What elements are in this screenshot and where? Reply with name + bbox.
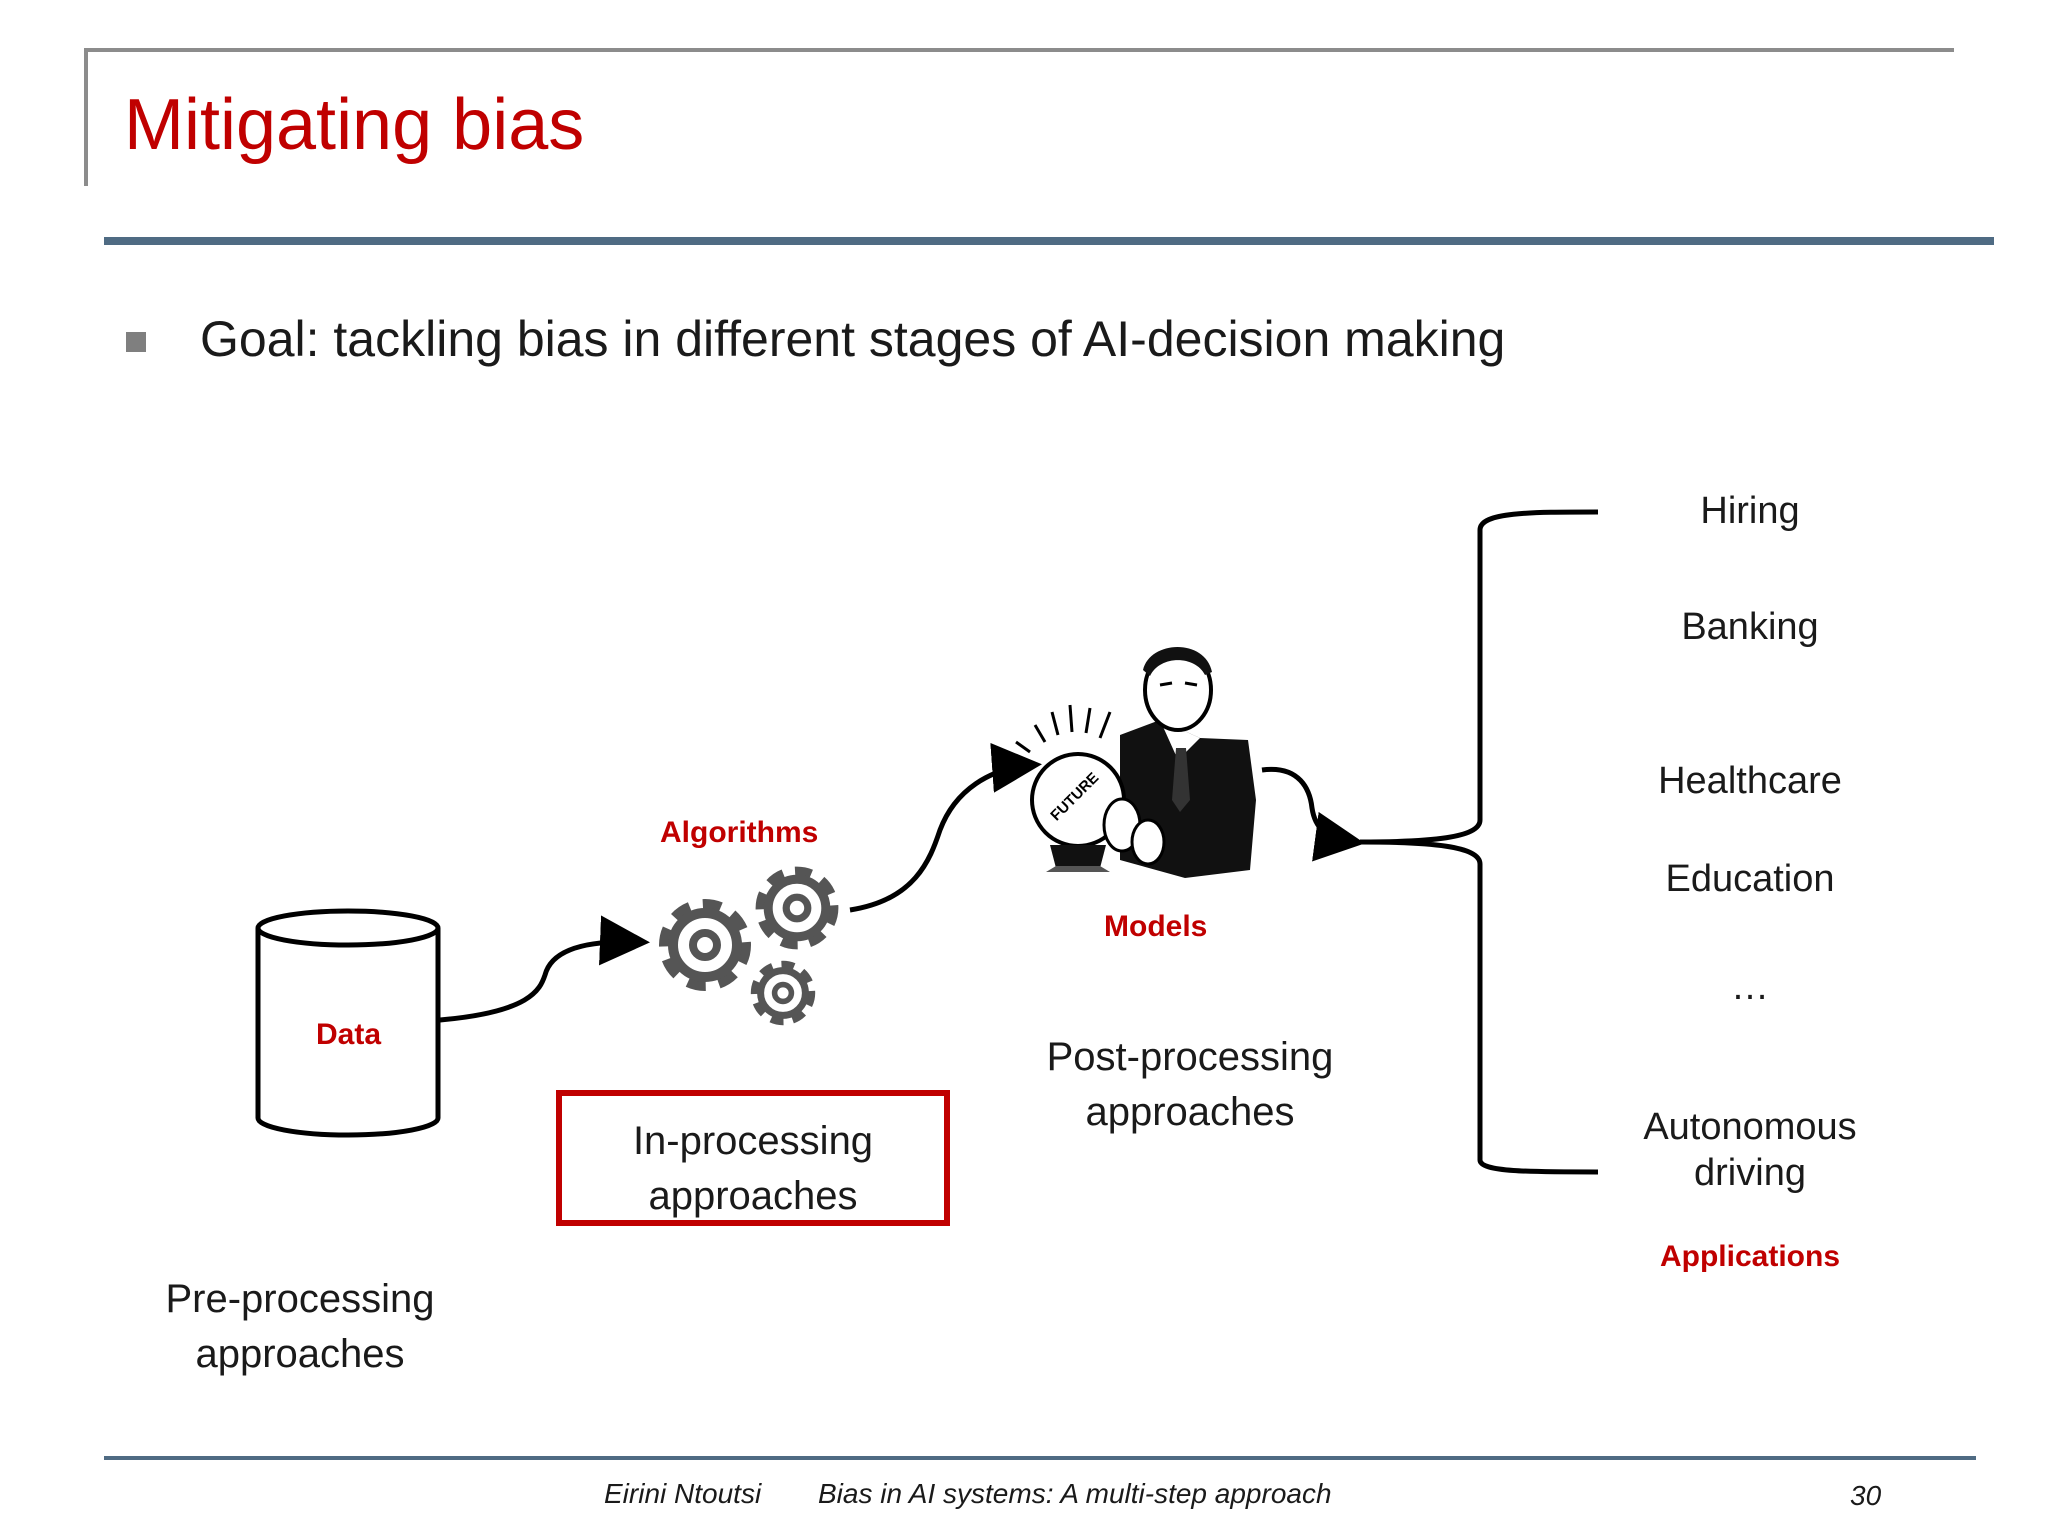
in-processing-highlight-box <box>556 1090 950 1226</box>
application-item: Hiring <box>1700 490 1800 532</box>
slide-frame-left <box>84 48 88 186</box>
arrow-data-to-algorithms <box>439 915 650 1023</box>
autonomous-line-2: driving <box>1694 1152 1806 1194</box>
in-processing-line-1: In-processing <box>632 1119 874 1163</box>
footer-talk-title: Bias in AI systems: A multi-step approac… <box>818 1478 1332 1509</box>
applications-bracket <box>1359 509 1599 1175</box>
pre-processing-label: Pre-processing approaches <box>150 1272 450 1382</box>
application-item: Education <box>1665 858 1835 900</box>
pre-processing-line-2: approaches <box>195 1332 405 1376</box>
title-divider <box>104 237 1994 245</box>
post-processing-line-2: approaches <box>1085 1090 1295 1134</box>
post-processing-label: Post-processing approaches <box>1030 1030 1350 1140</box>
application-item: Healthcare <box>1658 760 1842 802</box>
in-processing-line-2: approaches <box>648 1174 858 1218</box>
footer-author: Eirini Ntoutsi <box>604 1478 762 1509</box>
page-number: 30 <box>1850 1480 1882 1511</box>
application-item-autonomous: Autonomous driving <box>1600 1104 1900 1196</box>
footer-divider <box>104 1456 1976 1460</box>
application-item: … <box>1731 966 1769 1008</box>
applications-label: Applications <box>1659 1240 1840 1273</box>
bullet-square-icon <box>126 332 146 352</box>
slide-title: Mitigating bias <box>124 85 585 165</box>
arrow-models-to-applications <box>1261 766 1365 862</box>
arrow-algorithms-to-models <box>849 742 1042 913</box>
gears-icon <box>665 872 833 1021</box>
models-label: Models <box>1104 910 1208 943</box>
pre-processing-line-1: Pre-processing <box>165 1277 435 1321</box>
database-icon <box>255 908 441 1138</box>
fortune-teller-icon: FUTURE <box>1015 647 1256 878</box>
goal-bullet: Goal: tackling bias in different stages … <box>200 311 1506 367</box>
slide-frame-top <box>84 48 1954 52</box>
post-processing-line-1: Post-processing <box>1046 1035 1334 1079</box>
algorithms-label: Algorithms <box>660 816 819 849</box>
in-processing-label: In-processing approaches <box>556 1114 950 1224</box>
autonomous-line-1: Autonomous <box>1643 1106 1857 1148</box>
data-label: Data <box>316 1018 382 1051</box>
application-item: Banking <box>1681 606 1819 648</box>
